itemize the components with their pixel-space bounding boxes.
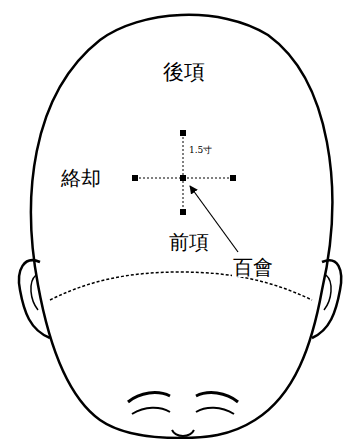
acupoint-dot: [180, 175, 186, 181]
acupoint-dot: [180, 130, 186, 136]
point-name: 絡却: [60, 168, 102, 188]
right-ear: [312, 260, 341, 338]
right-ear-inner: [324, 275, 331, 310]
point-name: 後項: [162, 62, 206, 83]
acupoint-dot: [230, 175, 236, 181]
acupoint-dot: [180, 209, 186, 215]
left-ear-inner: [31, 275, 38, 310]
point-name: 前項: [168, 232, 210, 252]
dashed-guide: [183, 133, 184, 212]
right-eye: [196, 408, 234, 414]
right-brow: [196, 393, 238, 402]
left-ear: [19, 260, 50, 338]
nose: [172, 430, 194, 436]
left-brow: [128, 393, 170, 402]
acupoint-dot: [132, 175, 138, 181]
head-outline: [31, 15, 332, 438]
point-name: 百會: [232, 257, 274, 277]
dimension: 1.5寸: [188, 146, 213, 155]
left-eye: [132, 408, 170, 414]
